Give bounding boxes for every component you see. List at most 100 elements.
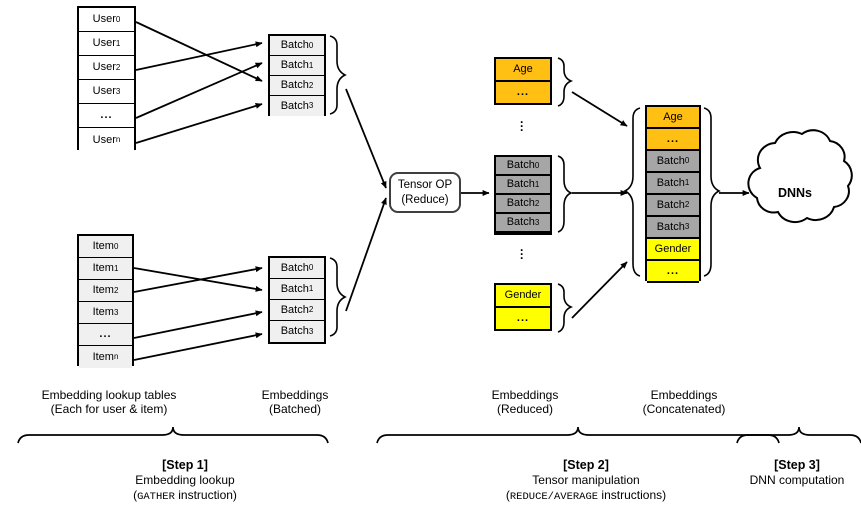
dnn-cloud-label: DNNs xyxy=(777,186,813,200)
concat-row-5-label: Batch xyxy=(656,220,685,233)
step-1-paren-close: instruction) xyxy=(174,488,237,502)
reduced-gender-label: Gender xyxy=(496,285,550,308)
batch-user-row-2-sub: 2 xyxy=(308,80,314,90)
item-row-3-sub: 3 xyxy=(113,307,119,317)
vertical-ellipsis-upper: ··· xyxy=(520,115,524,137)
step-1-sub1: Embedding lookup xyxy=(135,473,235,487)
brace-concat-left xyxy=(623,107,641,277)
reduced-batch-row-1-sub: 1 xyxy=(534,179,540,189)
caption-batched: Embeddings (Batched) xyxy=(225,388,365,416)
batch-item-row-1-label: Batch xyxy=(280,282,309,295)
caption-batched-line1: Embeddings xyxy=(261,388,329,402)
step-3-sub1: DNN computation xyxy=(749,473,845,487)
concat-row-0-label: Age xyxy=(663,110,683,123)
reduced-embedding-age: Age ... xyxy=(494,57,552,105)
dnn-cloud-shape xyxy=(747,129,853,224)
concat-row-5-sub: 3 xyxy=(684,222,690,231)
item-row-0-label: Item xyxy=(92,240,114,252)
batch-item-row-2-sub: 2 xyxy=(308,305,314,314)
batch-user-row-0-sub: 0 xyxy=(308,40,314,50)
reduced-batch-row-0-sub: 0 xyxy=(534,160,540,170)
batch-user-row-2-label: Batch xyxy=(280,79,309,91)
concat-row-6: Gender xyxy=(647,239,699,261)
reduced-batch-row-2-label: Batch xyxy=(506,197,535,209)
concat-row-1: ... xyxy=(647,129,699,151)
batch-item-row-3-sub: 3 xyxy=(308,326,314,336)
caption-lookup-tables: Embedding lookup tables (Each for user &… xyxy=(16,388,202,416)
item-row-1-label: Item xyxy=(92,262,114,274)
item-row-2-label: Item xyxy=(92,284,114,296)
caption-reduced-line2: (Reduced) xyxy=(496,402,554,416)
caption-lookup-tables-line1: Embedding lookup tables xyxy=(41,388,177,402)
user-to-batch-arrows xyxy=(135,21,263,144)
brace-batch-user xyxy=(329,35,347,115)
concat-row-6-label: Gender xyxy=(654,242,692,255)
user-row-3-sub: 3 xyxy=(115,86,121,96)
user-row-n-label: User xyxy=(92,133,116,146)
reduced-age-label: Age xyxy=(496,59,550,82)
caption-concatenated-line1: Embeddings xyxy=(650,388,718,402)
user-row-2-sub: 2 xyxy=(115,62,121,72)
concat-row-2-label: Batch xyxy=(656,154,685,167)
step-2-title: [Step 2] xyxy=(563,458,609,472)
tensor-op-node[interactable]: Tensor OP (Reduce) xyxy=(389,172,461,213)
reduced-batch-row-1-label: Batch xyxy=(506,178,535,190)
user-row-ellipsis: ... xyxy=(79,104,134,128)
step-1-paren-open: ( xyxy=(133,488,138,502)
concat-row-7-label: ... xyxy=(666,264,680,277)
user-row-1-sub: 1 xyxy=(115,38,121,48)
item-row-3-label: Item xyxy=(92,306,114,318)
step-1-title: [Step 1] xyxy=(162,458,208,472)
caption-reduced: Embeddings (Reduced) xyxy=(455,388,595,416)
item-to-batch-arrows xyxy=(133,266,263,361)
step-2-instruction: REDUCE/AVERAGE xyxy=(509,491,599,503)
step-brace-2 xyxy=(376,426,780,444)
user-row-1-label: User xyxy=(92,37,116,49)
concat-row-2-sub: 0 xyxy=(684,156,690,165)
caption-concatenated-line2: (Concatenated) xyxy=(642,402,726,416)
concat-row-0: Age xyxy=(647,107,699,129)
brace-reduced-batch xyxy=(557,155,574,233)
vertical-ellipsis-lower: ··· xyxy=(520,243,524,265)
step-3-title: [Step 3] xyxy=(774,458,820,472)
reduced-embedding-gender: Gender ... xyxy=(494,283,552,331)
batch-item-row-1-sub: 1 xyxy=(308,284,314,293)
tensor-op-line1: Tensor OP xyxy=(397,179,453,192)
batch-item-row-3-label: Batch xyxy=(280,325,309,337)
batch-user-row-0-label: Batch xyxy=(280,39,309,51)
brace-concat-right xyxy=(703,107,721,277)
item-row-0-sub: 0 xyxy=(113,241,119,251)
step-1-sub2: (GATHER instruction) xyxy=(63,488,307,505)
reduced-batch-row-0-label: Batch xyxy=(506,159,535,171)
brace-batch-item xyxy=(329,257,347,337)
batch-item-row-0-label: Batch xyxy=(280,261,309,274)
concat-row-4-label: Batch xyxy=(656,198,685,211)
batch-user-row-1-sub: 1 xyxy=(308,60,314,70)
user-row-3-label: User xyxy=(92,85,116,97)
concat-row-4-sub: 2 xyxy=(684,200,690,209)
item-row-n-sub: n xyxy=(113,352,119,361)
